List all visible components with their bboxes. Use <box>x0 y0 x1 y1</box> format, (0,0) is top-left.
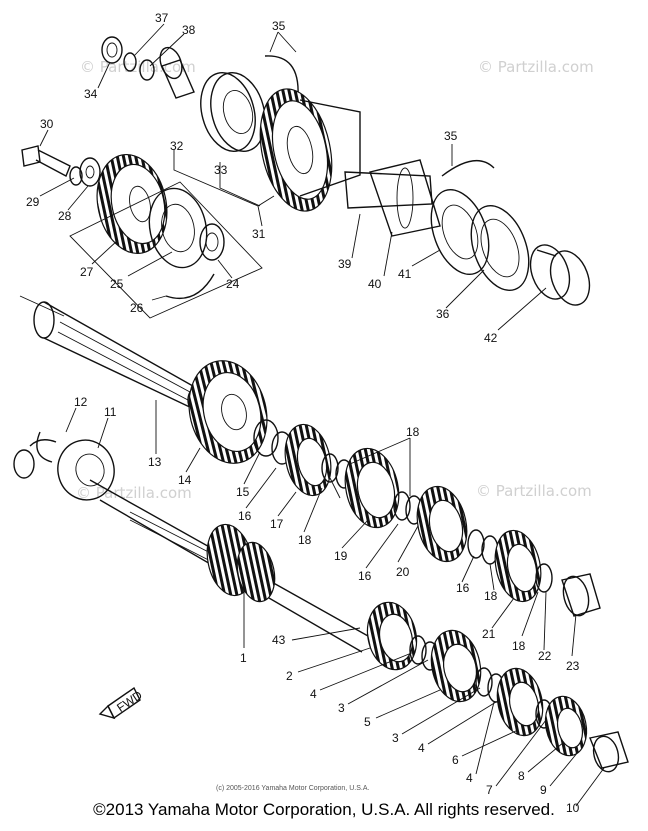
callout-29: 29 <box>26 195 40 209</box>
callout-6: 6 <box>452 753 459 767</box>
callout-14: 14 <box>178 473 192 487</box>
callout-28: 28 <box>58 209 72 223</box>
callout-22: 22 <box>538 649 552 663</box>
callout-18: 18 <box>298 533 312 547</box>
leader-lines <box>39 23 605 807</box>
fwd-label: FWD <box>114 688 145 715</box>
callout-8: 8 <box>518 769 525 783</box>
callout-16: 16 <box>238 509 252 523</box>
upper-assembly <box>101 36 591 306</box>
callout-38: 38 <box>182 23 196 37</box>
callout-3-b: 3 <box>392 731 399 745</box>
callout-36: 36 <box>436 307 450 321</box>
callout-39: 39 <box>338 257 352 271</box>
callout-31: 31 <box>252 227 266 241</box>
drive-axle <box>13 431 629 773</box>
callout-12: 12 <box>74 395 88 409</box>
callout-18-d: 18 <box>512 639 526 653</box>
callout-18-c: 18 <box>484 589 498 603</box>
callout-34: 34 <box>84 87 98 101</box>
callout-21: 21 <box>482 627 496 641</box>
diagram-credit: (c) 2005-2016 Yamaha Motor Corporation, … <box>216 785 369 792</box>
watermark-mid-right: © Partzilla.com <box>476 482 592 500</box>
callout-17: 17 <box>270 517 284 531</box>
callout-23: 23 <box>566 659 580 673</box>
callout-4: 4 <box>310 687 317 701</box>
fwd-tag: FWD <box>98 686 145 720</box>
callout-30: 30 <box>40 117 54 131</box>
callout-27: 27 <box>80 265 94 279</box>
callout-42: 42 <box>484 331 498 345</box>
callout-4-b: 4 <box>418 741 425 755</box>
callouts: 37 38 35 34 30 32 33 29 28 35 31 27 25 2… <box>26 11 580 815</box>
callout-16-c: 16 <box>456 581 470 595</box>
callout-13: 13 <box>148 455 162 469</box>
callout-26: 26 <box>130 301 144 315</box>
callout-10: 10 <box>566 801 580 815</box>
callout-5: 5 <box>364 715 371 729</box>
callout-9: 9 <box>540 783 547 797</box>
copyright-notice: ©2013 Yamaha Motor Corporation, U.S.A. A… <box>93 800 555 819</box>
callout-15: 15 <box>236 485 250 499</box>
callout-41: 41 <box>398 267 412 281</box>
callout-11: 11 <box>104 405 117 419</box>
callout-3: 3 <box>338 701 345 715</box>
watermark-top-right: © Partzilla.com <box>478 58 594 76</box>
main-axle <box>19 295 601 617</box>
callout-37: 37 <box>155 11 169 25</box>
callout-43: 43 <box>272 633 286 647</box>
callout-32: 32 <box>170 139 184 153</box>
callout-4-c: 4 <box>466 771 473 785</box>
callout-7: 7 <box>486 783 493 797</box>
left-subassembly <box>21 145 263 319</box>
callout-20: 20 <box>396 565 410 579</box>
callout-24: 24 <box>226 277 240 291</box>
callout-25: 25 <box>110 277 124 291</box>
callout-19: 19 <box>334 549 348 563</box>
callout-35-lower: 35 <box>444 129 458 143</box>
callout-1: 1 <box>240 651 247 665</box>
callout-35: 35 <box>272 19 286 33</box>
callout-2: 2 <box>286 669 293 683</box>
callout-18-top: 18 <box>406 425 420 439</box>
callout-33: 33 <box>214 163 228 177</box>
callout-16-b: 16 <box>358 569 372 583</box>
callout-40: 40 <box>368 277 382 291</box>
